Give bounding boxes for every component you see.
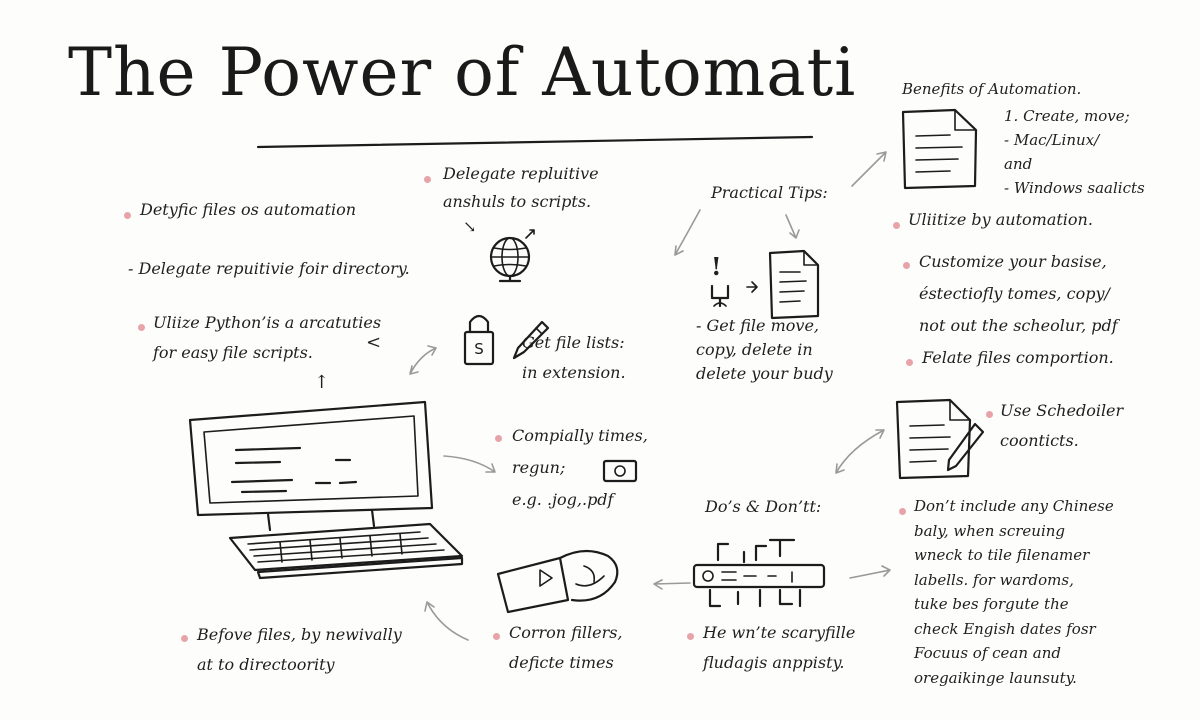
benefits-heading: Benefits of Automation. bbox=[902, 80, 1082, 98]
arrow-icon bbox=[424, 601, 469, 641]
bullet-dot bbox=[893, 222, 900, 229]
notepad-pencil-icon bbox=[895, 398, 985, 480]
left-dash-1: - Delegate repuitivie foir directory. bbox=[128, 259, 410, 278]
bullet-dot bbox=[493, 633, 500, 640]
bullet-dot bbox=[986, 411, 993, 418]
arrow-icon bbox=[849, 565, 891, 579]
bullet-dot bbox=[124, 212, 131, 219]
ticket-icon bbox=[602, 459, 638, 483]
computer-icon bbox=[188, 400, 464, 580]
get-file-move-text: - Get file move, copy, delete in delete … bbox=[696, 316, 833, 383]
right-bullet-3: Felate files comportion. bbox=[922, 348, 1114, 367]
title-underline bbox=[256, 135, 814, 149]
lock-icon: S bbox=[463, 314, 495, 366]
svg-text:S: S bbox=[474, 340, 484, 358]
bullet-dot bbox=[181, 635, 188, 642]
exclaim-mark: ! bbox=[711, 252, 722, 281]
arrow-icon bbox=[835, 429, 885, 474]
left-bullet-1: Detyfic files os automation bbox=[140, 200, 357, 219]
left-chevron: < bbox=[366, 332, 382, 353]
bullet-dot bbox=[495, 435, 502, 442]
get-file-lists-text: Get file lists: in extension. bbox=[522, 333, 626, 382]
bullet-dot bbox=[687, 633, 694, 640]
bullet-dot bbox=[899, 508, 906, 515]
schedule-text: Use Schedoiler coonticts. bbox=[1000, 401, 1124, 450]
right-bullet-1: Uliitize by automation. bbox=[908, 210, 1093, 229]
bullet-dot bbox=[903, 262, 910, 269]
arrow-icon bbox=[785, 214, 800, 239]
arrow-icon bbox=[674, 209, 701, 256]
document-icon bbox=[901, 108, 978, 190]
benefits-list: 1. Create, move; - Mac/Linux/ and - Wind… bbox=[1004, 107, 1145, 197]
document-icon bbox=[768, 249, 820, 320]
robot-hand-icon bbox=[496, 549, 619, 614]
dos-text: He wn’te scaryfille fludagis anppisty. bbox=[703, 623, 856, 672]
dont-include-text: Don’t include any Chinese baly, when scr… bbox=[914, 497, 1114, 687]
plug-icon bbox=[710, 281, 758, 308]
bullet-dot bbox=[906, 359, 913, 366]
curl-arrow: ↘ bbox=[463, 217, 477, 236]
page-title: The Power of Automati bbox=[68, 34, 857, 111]
globe-icon bbox=[489, 229, 535, 283]
bullet-dot bbox=[138, 324, 145, 331]
right-bullet-2: Customize your basise, éstectiofly tomes… bbox=[919, 252, 1118, 335]
bullet-dot bbox=[424, 176, 431, 183]
left-bottom-bullet: Befove files, by newivally at to directo… bbox=[197, 625, 402, 674]
left-bullet-2: Uliize Python’is a arcatuties for easy f… bbox=[153, 313, 382, 362]
arrow-icon bbox=[409, 345, 437, 375]
practical-tips-heading: Practical Tips: bbox=[711, 183, 828, 202]
left-up-arrow: ↑ bbox=[314, 372, 330, 393]
compially-text: Compially times, regun; e.g. .jog,.pdf bbox=[512, 426, 648, 509]
server-rack-icon bbox=[692, 538, 826, 608]
dos-donts-heading: Do’s & Don’tt: bbox=[705, 497, 822, 516]
arrow-icon bbox=[443, 455, 496, 473]
pen-icon bbox=[512, 320, 550, 360]
corron-text: Corron fillers, deficte times bbox=[509, 623, 623, 672]
arrow-icon bbox=[653, 579, 691, 590]
arrow-icon bbox=[851, 151, 887, 187]
delegate-text: Delegate repluitive anshuls to scripts. bbox=[443, 164, 599, 211]
